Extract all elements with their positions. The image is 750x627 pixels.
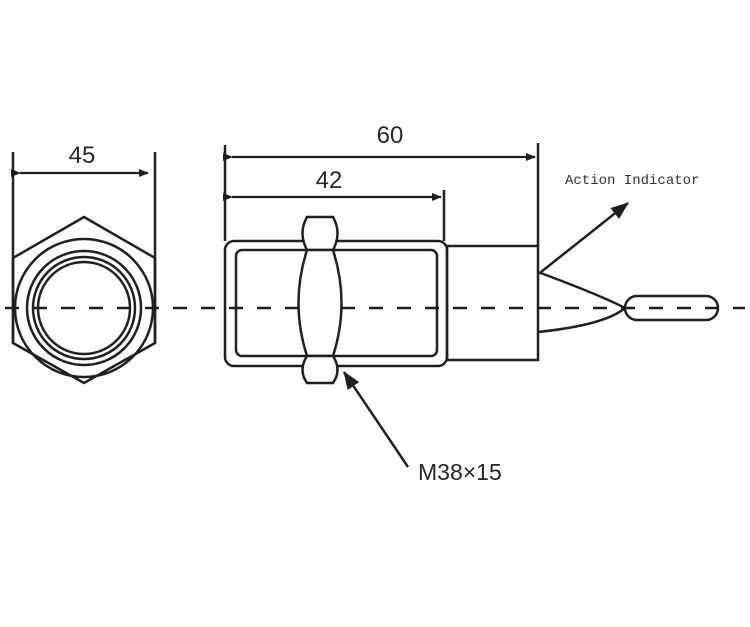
dim-label-42: 42: [316, 167, 343, 194]
thread-arrow: [342, 371, 410, 468]
action-indicator-arrow: [540, 202, 629, 273]
hex-nut-end-view: [11, 152, 157, 385]
sensor-body: [223, 239, 540, 368]
cable: [537, 270, 720, 334]
thread-label: M38×15: [418, 459, 502, 485]
action-indicator-label: Action Indicator: [565, 173, 699, 189]
lock-nut: [297, 215, 343, 385]
dim-label-45: 45: [69, 142, 96, 169]
dim-label-60: 60: [377, 122, 404, 149]
